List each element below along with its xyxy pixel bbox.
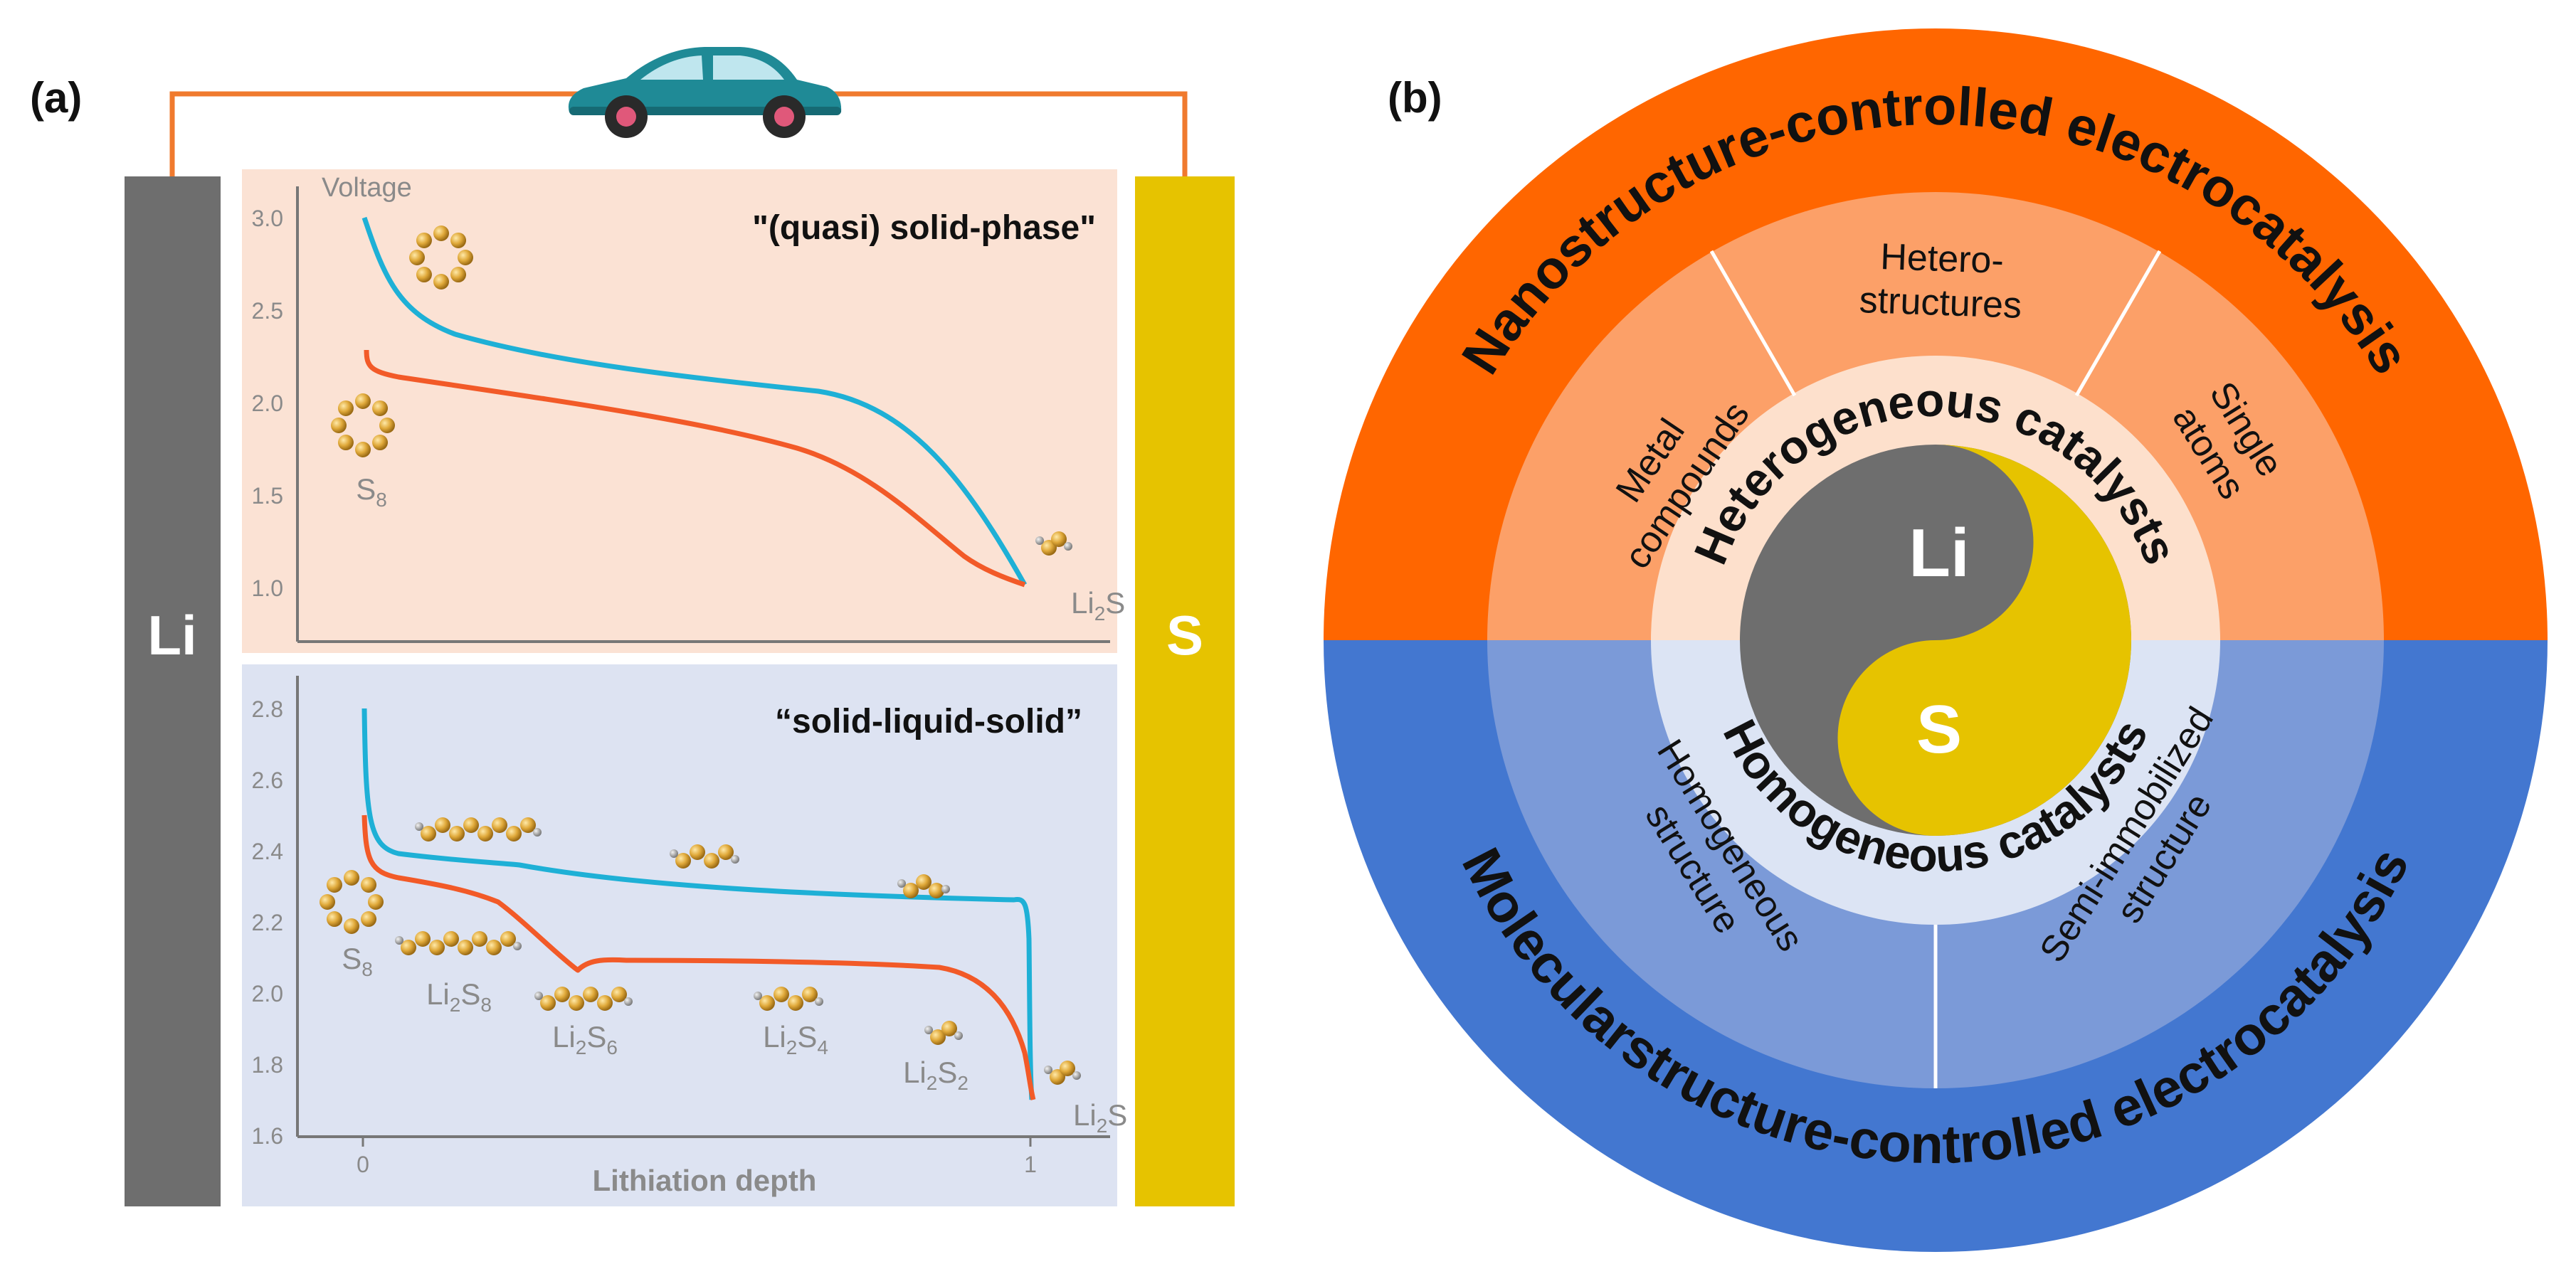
x-tick-label: 1 [1024,1152,1037,1177]
separator-top-right [2074,250,2162,397]
top-chart: Voltage 3.0 2.5 2.0 1.5 1.0 "(quasi) solid-p… [242,169,1125,653]
polysulfide-chain-molecule [415,817,542,841]
x-tick-label: 0 [357,1152,369,1177]
bottom-chart-discharge-curve [361,814,1036,1100]
polysulfide-chain-molecule [670,844,739,869]
yin-yang-s-half [1837,445,2131,836]
bottom-li2s2-label: Li2S2 [903,1056,968,1094]
top-chart-mechanism-label: "(quasi) solid-phase" [752,209,1096,247]
li-s-yin-yang: Li S [1740,445,2131,836]
panel-a: (a) Li S Voltage 3.02.52.01.51.0 "(qu [30,47,1235,1206]
y-tick-label: 2.2 [252,910,283,935]
top-chart-background [242,169,1117,653]
top-chart-discharge-curve [364,349,1026,588]
bottom-li2s8-label: Li2S8 [426,977,492,1016]
y-tick-label: 3.0 [252,206,283,231]
bottom-chart-mechanism-label: “solid-liquid-solid” [775,703,1082,740]
y-tick-label: 1.0 [252,575,283,601]
separator-top-left [1709,250,1797,397]
bottom-s8-label: S8 [342,942,373,980]
y-tick-label: 1.6 [252,1123,283,1149]
top-chart-ylabel: Voltage [322,173,412,203]
s-electrode-label: S [1166,604,1203,667]
bottom-chart-y-ticks: 2.8 2.6 2.4 2.2 2.0 1.8 1.6 [252,696,283,1149]
top-chart-charge-curve [361,216,1028,586]
center-li-label: Li [1909,515,1969,591]
y-tick-label: 1.8 [252,1052,283,1078]
s8-ring-molecule [320,870,384,934]
polysulfide-chain-molecule [1044,1061,1081,1085]
bottom-chart-molecules [320,817,1081,1085]
bottom-chart-charge-curve [361,708,1035,1100]
panel-b: (b) Li S Nanostructure-controlled electr… [1324,28,2548,1252]
y-tick-label: 1.5 [252,483,283,509]
y-tick-label: 2.0 [252,391,283,416]
top-chart-y-ticks: 3.0 2.5 2.0 1.5 1.0 [252,206,283,601]
svg-text:Hetero-: Hetero- [1879,236,2004,282]
li-electrode-label: Li [147,604,196,667]
top-s8-label: S8 [356,472,387,511]
bottom-li2s-label: Li2S [1073,1098,1127,1137]
polysulfide-chain-molecule [924,1021,963,1045]
polysulfide-chain-molecule [395,931,522,955]
top-li2s-label: Li2S [1071,586,1125,625]
polysulfide-chain-molecule [534,987,633,1011]
polysulfide-chain-molecule [1035,531,1072,556]
center-s-label: S [1916,691,1962,768]
bottom-chart-background [242,664,1117,1206]
y-tick-label: 2.4 [252,839,283,864]
car-icon [568,47,842,138]
sector-heterostructures: Hetero- structures [1859,236,2022,326]
s8-ring-molecule [331,393,395,457]
svg-text:structures: structures [1859,280,2022,326]
y-tick-label: 2.0 [252,981,283,1007]
bottom-li2s4-label: Li2S4 [763,1020,828,1058]
li-electrode [125,176,221,1206]
top-chart-molecules [331,225,1072,556]
panel-a-label: (a) [30,74,82,122]
bottom-chart-xlabel: Lithiation depth [593,1164,817,1197]
bottom-li2s6-label: Li2S6 [552,1020,618,1058]
y-tick-label: 2.8 [252,696,283,722]
polysulfide-chain-molecule [754,987,823,1011]
y-tick-label: 2.5 [252,298,283,324]
s8-ring-molecule [409,225,473,290]
panel-b-label: (b) [1388,74,1442,122]
polysulfide-chain-molecule [897,874,950,898]
s-electrode [1135,176,1235,1206]
y-tick-label: 2.6 [252,768,283,793]
